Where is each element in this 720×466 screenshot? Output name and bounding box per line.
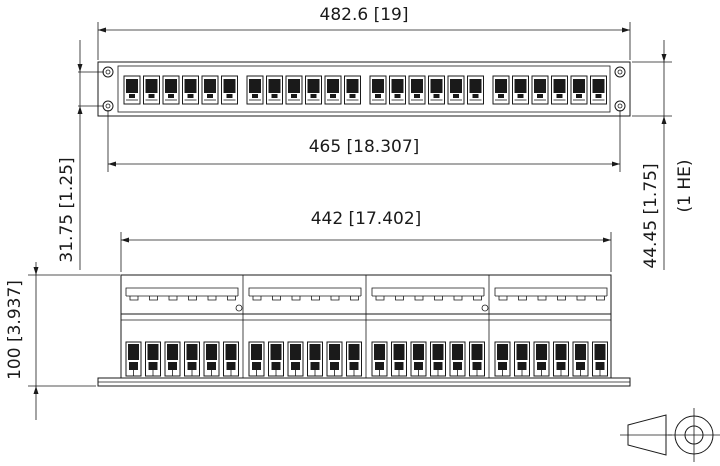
front-port (590, 75, 607, 105)
dim-hole-height-label: 31.75 [1.25] (57, 157, 77, 262)
front-port (266, 75, 283, 105)
top-jack (164, 341, 181, 377)
cable-clip-bar (371, 287, 485, 301)
front-port (246, 75, 264, 105)
top-jack (248, 341, 265, 377)
top-jack (203, 341, 220, 377)
front-port (201, 75, 219, 105)
front-port (369, 75, 387, 105)
front-port (492, 75, 510, 105)
dim-overall-width-label: 482.6 [19] (320, 5, 409, 25)
top-jack (514, 341, 530, 377)
front-port (162, 75, 180, 105)
top-jack (287, 341, 304, 377)
front-port (551, 75, 568, 105)
dim-hole-spacing-label: 465 [18.307] (309, 137, 420, 157)
dim-depth: 100 [3.937] (5, 262, 120, 420)
top-jack (307, 341, 323, 377)
front-port (428, 75, 445, 105)
top-jack (533, 341, 550, 377)
top-jack (449, 341, 466, 377)
front-port (512, 75, 529, 105)
cable-clip-bar (125, 287, 239, 301)
front-port (305, 75, 322, 105)
first-angle-projection-symbol (620, 408, 720, 462)
top-jack (553, 341, 569, 377)
top-jack (430, 341, 446, 377)
front-port (570, 75, 588, 105)
top-jack (184, 341, 200, 377)
front-panel-outline (97, 61, 631, 117)
front-port (408, 75, 426, 105)
front-port (324, 75, 342, 105)
front-ports (123, 75, 607, 105)
dim-body-width-label: 442 [17.402] (311, 209, 422, 229)
dim-height-units-label: (1 HE) (675, 159, 695, 212)
top-jack (268, 341, 284, 377)
front-panel-inner-outline (117, 65, 611, 113)
front-port (447, 75, 465, 105)
dim-panel-height: 44.45 [1.75] (1 HE) (632, 40, 695, 270)
top-jack (145, 341, 161, 377)
top-jack (572, 341, 589, 377)
front-port (285, 75, 303, 105)
top-jack (391, 341, 407, 377)
front-port (143, 75, 160, 105)
front-port (531, 75, 549, 105)
front-port (182, 75, 199, 105)
top-jack (346, 341, 362, 377)
dim-overall-width: 482.6 [19] (97, 5, 631, 60)
dim-hole-spacing: 465 [18.307] (107, 110, 621, 172)
dim-depth-label: 100 [3.937] (5, 280, 25, 380)
top-jack (494, 341, 511, 377)
top-jack (469, 341, 485, 377)
top-cable-clips (125, 287, 608, 301)
top-jack (223, 341, 239, 377)
cable-clip-bar (248, 287, 362, 301)
top-jack (125, 341, 142, 377)
dim-panel-height-label: 44.45 [1.75] (641, 163, 661, 268)
front-port (389, 75, 406, 105)
top-jack (326, 341, 343, 377)
front-port (221, 75, 238, 105)
top-jack (371, 341, 388, 377)
dim-hole-height: 31.75 [1.25] (57, 40, 104, 270)
top-view (97, 274, 631, 387)
front-port (344, 75, 361, 105)
front-port (123, 75, 141, 105)
dim-body-width: 442 [17.402] (120, 209, 612, 272)
cable-clip-bar (494, 287, 608, 301)
top-jacks (125, 341, 608, 377)
front-view (97, 61, 631, 117)
top-jack (410, 341, 427, 377)
top-jack (592, 341, 608, 377)
front-port (467, 75, 484, 105)
